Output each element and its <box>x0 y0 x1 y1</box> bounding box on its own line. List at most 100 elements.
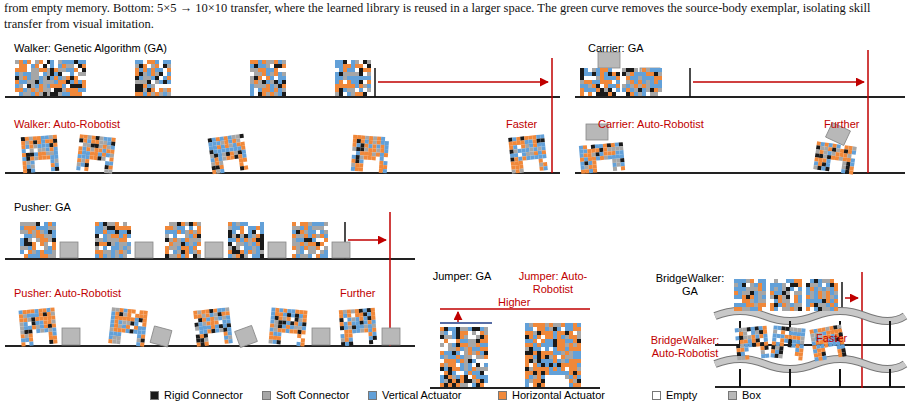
voxel <box>226 319 230 323</box>
voxel <box>25 145 29 149</box>
voxel <box>98 152 102 156</box>
voxel <box>36 254 40 258</box>
voxel <box>275 316 279 320</box>
voxel <box>312 222 316 226</box>
voxel <box>367 64 371 68</box>
voxel <box>44 238 48 242</box>
voxel <box>173 250 177 254</box>
voxel <box>141 330 145 334</box>
voxel <box>225 307 229 311</box>
voxel <box>592 157 596 161</box>
voxel <box>250 88 254 92</box>
voxel <box>169 222 173 226</box>
voxel <box>452 363 456 367</box>
voxel <box>256 234 260 238</box>
voxel <box>476 335 480 339</box>
voxel <box>533 355 537 359</box>
voxel <box>40 242 44 246</box>
voxel <box>642 68 646 72</box>
voxel <box>849 166 854 171</box>
voxel <box>200 334 204 338</box>
voxel <box>43 84 47 88</box>
voxel <box>202 314 206 318</box>
voxel <box>316 234 320 238</box>
voxel <box>262 84 266 88</box>
voxel <box>28 222 32 226</box>
voxel <box>197 234 201 238</box>
voxel <box>233 143 238 148</box>
voxel <box>472 371 476 375</box>
voxel <box>44 324 48 328</box>
voxel <box>20 326 24 330</box>
voxel <box>384 145 388 149</box>
voxel <box>50 64 54 68</box>
voxel <box>177 238 181 242</box>
voxel <box>279 308 283 312</box>
voxel <box>119 230 123 234</box>
voxel <box>236 250 240 254</box>
voxel <box>262 60 266 64</box>
voxel <box>839 157 844 162</box>
voxel <box>351 88 355 92</box>
voxel <box>278 60 282 64</box>
voxel <box>22 310 26 314</box>
voxel <box>529 355 533 359</box>
voxel <box>452 327 456 331</box>
voxel <box>211 325 215 329</box>
voxel <box>514 153 518 157</box>
voxel <box>460 343 464 347</box>
voxel <box>240 238 244 242</box>
voxel <box>70 68 74 72</box>
voxel <box>86 151 90 155</box>
voxel <box>205 342 209 346</box>
voxel <box>42 152 46 156</box>
voxel <box>360 143 364 147</box>
voxel <box>525 327 529 331</box>
voxel <box>821 166 826 171</box>
voxel <box>32 234 36 238</box>
voxel <box>372 144 376 148</box>
voxel <box>143 76 147 80</box>
voxel <box>22 149 26 153</box>
voxel <box>356 325 360 329</box>
voxel <box>221 308 225 312</box>
voxel <box>270 84 274 88</box>
voxel <box>123 316 127 320</box>
voxel <box>227 327 231 331</box>
voxel <box>630 76 634 80</box>
voxel <box>367 80 371 84</box>
voxel <box>139 318 143 322</box>
voxel <box>600 68 604 72</box>
voxel <box>533 323 537 327</box>
voxel <box>351 72 355 76</box>
voxel <box>232 222 236 226</box>
voxel <box>39 317 43 321</box>
voxel <box>240 166 245 171</box>
voxel <box>173 222 177 226</box>
voxel <box>47 320 51 324</box>
voxel <box>585 169 589 173</box>
voxel <box>197 310 201 314</box>
voxel <box>626 76 630 80</box>
voxel <box>70 76 74 80</box>
voxel <box>542 154 546 158</box>
voxel <box>852 150 857 155</box>
voxel <box>19 80 23 84</box>
voxel <box>103 230 107 234</box>
voxel <box>460 327 464 331</box>
voxel <box>577 359 581 363</box>
voxel <box>818 162 823 167</box>
voxel <box>135 314 139 318</box>
voxel <box>372 332 376 336</box>
voxel <box>238 150 243 155</box>
voxel <box>177 254 181 258</box>
voxel <box>363 92 367 96</box>
voxel <box>23 76 27 80</box>
voxel <box>117 336 121 340</box>
voxel <box>510 153 514 157</box>
voxel <box>232 254 236 258</box>
voxel <box>452 331 456 335</box>
voxel <box>599 152 603 156</box>
voxel <box>134 322 138 326</box>
voxel <box>525 148 529 152</box>
